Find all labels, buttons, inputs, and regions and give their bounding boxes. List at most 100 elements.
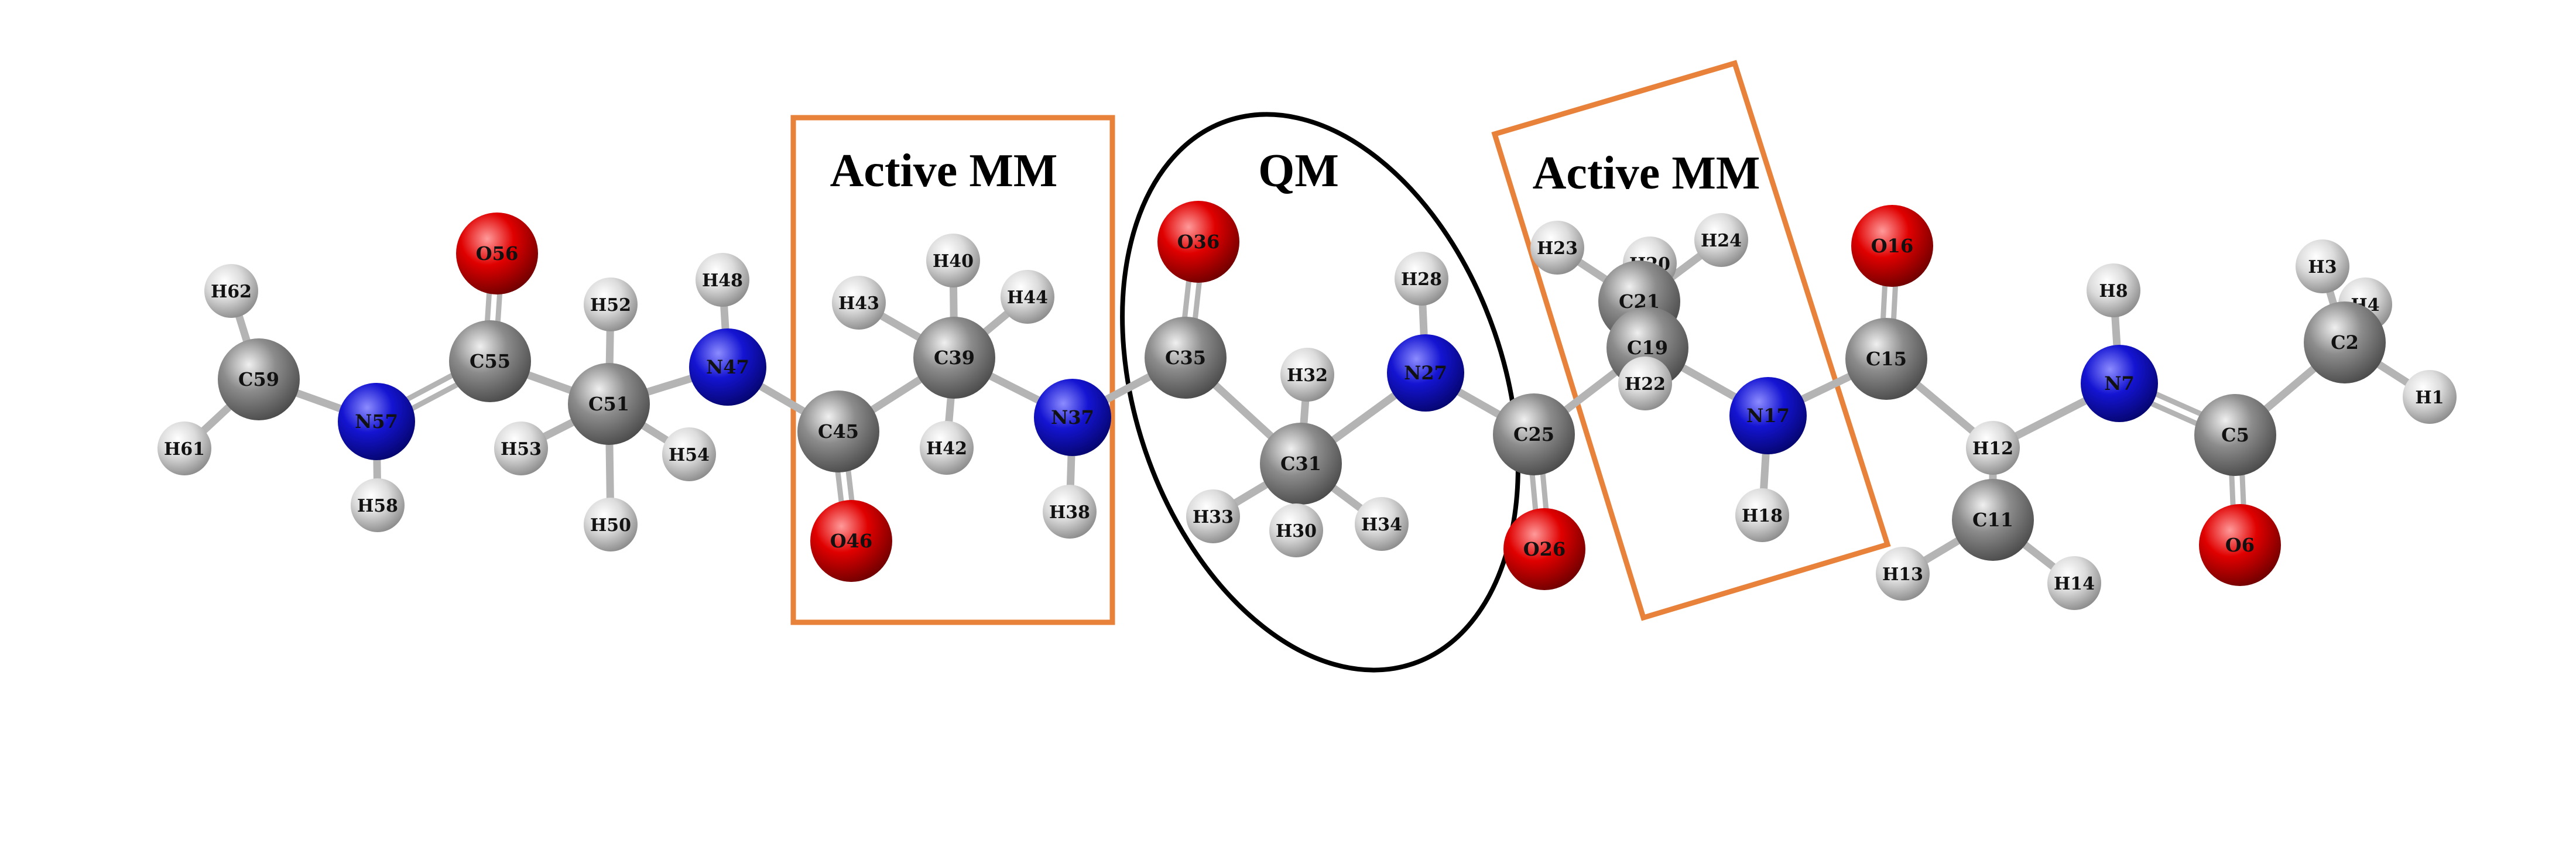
atom-label-o26: O26 xyxy=(1523,538,1566,560)
atom-label-h23: H23 xyxy=(1537,238,1578,259)
atom-label-c45: C45 xyxy=(818,420,859,443)
atom-sphere-c55 xyxy=(449,320,531,402)
atom-h33: H33 xyxy=(1186,489,1240,543)
active-mm-right-box xyxy=(1491,60,1891,621)
atoms: H24O36O16H23O56H40H20H3H28H48H8H62H44C21… xyxy=(157,201,2457,610)
atom-label-c15: C15 xyxy=(1866,348,1907,370)
atom-h24: H24 xyxy=(1694,213,1748,267)
atom-label-h14: H14 xyxy=(2054,574,2095,594)
atom-h34: H34 xyxy=(1355,497,1409,551)
atom-h32: H32 xyxy=(1280,348,1334,402)
atom-label-h44: H44 xyxy=(1007,287,1048,308)
atom-o56: O56 xyxy=(456,213,538,294)
atom-sphere-h40 xyxy=(926,234,980,287)
atom-h42: H42 xyxy=(920,421,974,475)
atom-h30: H30 xyxy=(1269,503,1323,557)
atom-h43: H43 xyxy=(832,276,886,330)
atom-c25: C25 xyxy=(1493,393,1575,475)
atom-label-h61: H61 xyxy=(164,439,205,460)
atom-n27: N27 xyxy=(1387,334,1464,412)
atom-label-h8: H8 xyxy=(2099,281,2128,301)
atom-n7: N7 xyxy=(2081,345,2158,422)
atom-sphere-c51 xyxy=(568,363,650,445)
atom-h13: H13 xyxy=(1876,547,1930,601)
atom-sphere-h18 xyxy=(1735,488,1789,542)
atom-sphere-c25 xyxy=(1493,393,1575,475)
active-mm-left-box xyxy=(790,115,1115,625)
atom-sphere-h38 xyxy=(1043,485,1097,539)
atom-label-h53: H53 xyxy=(501,439,542,460)
atom-label-c11: C11 xyxy=(1972,509,2013,531)
atom-label-h12: H12 xyxy=(1972,438,2013,459)
atom-label-c19: C19 xyxy=(1627,337,1668,359)
atom-label-h62: H62 xyxy=(211,282,252,302)
atom-sphere-h33 xyxy=(1186,489,1240,543)
atom-sphere-h44 xyxy=(1001,270,1054,324)
atom-o36: O36 xyxy=(1157,201,1239,283)
atom-sphere-h50 xyxy=(584,498,638,551)
atom-h8: H8 xyxy=(2087,263,2140,317)
atom-h1: H1 xyxy=(2403,370,2457,424)
atom-label-h48: H48 xyxy=(702,270,743,291)
atom-n37: N37 xyxy=(1034,379,1111,456)
atom-sphere-h12 xyxy=(1966,421,2020,475)
atom-sphere-h13 xyxy=(1876,547,1930,601)
atom-label-h33: H33 xyxy=(1193,507,1234,527)
atom-label-o56: O56 xyxy=(476,242,518,265)
atom-label-o6: O6 xyxy=(2225,534,2255,556)
atom-c35: C35 xyxy=(1145,317,1227,399)
atom-label-c51: C51 xyxy=(588,393,629,415)
atom-sphere-h48 xyxy=(696,253,749,307)
atom-label-h13: H13 xyxy=(1882,564,1923,585)
atom-sphere-h3 xyxy=(2296,239,2349,293)
atom-sphere-h43 xyxy=(832,276,886,330)
atom-c15: C15 xyxy=(1845,318,1927,400)
atom-h52: H52 xyxy=(584,277,638,331)
atom-label-c35: C35 xyxy=(1165,347,1206,369)
atom-label-h1: H1 xyxy=(2415,388,2444,408)
atom-sphere-c45 xyxy=(797,390,879,472)
atom-sphere-n17 xyxy=(1729,377,1807,454)
atom-sphere-c35 xyxy=(1145,317,1227,399)
atom-h28: H28 xyxy=(1395,252,1448,306)
atom-label-n47: N47 xyxy=(706,356,749,378)
atom-h62: H62 xyxy=(204,264,258,318)
atom-sphere-h62 xyxy=(204,264,258,318)
atom-sphere-o46 xyxy=(810,500,892,582)
atom-sphere-h32 xyxy=(1280,348,1334,402)
atom-sphere-n47 xyxy=(689,328,766,406)
atom-sphere-h1 xyxy=(2403,370,2457,424)
atom-label-o36: O36 xyxy=(1177,231,1220,253)
atom-c5: C5 xyxy=(2194,394,2276,476)
atom-n57: N57 xyxy=(338,383,415,460)
region-shapes xyxy=(790,60,1891,673)
atom-sphere-h61 xyxy=(157,422,211,475)
atom-sphere-o56 xyxy=(456,213,538,294)
atom-h3: H3 xyxy=(2296,239,2349,293)
atom-sphere-n7 xyxy=(2081,345,2158,422)
atom-sphere-o6 xyxy=(2199,504,2281,586)
atom-h53: H53 xyxy=(494,422,548,475)
atom-c11: C11 xyxy=(1952,479,2034,561)
atom-sphere-h14 xyxy=(2047,556,2101,610)
atom-h61: H61 xyxy=(157,422,211,475)
atom-label-c31: C31 xyxy=(1280,453,1321,475)
atom-n47: N47 xyxy=(689,328,766,406)
atom-label-o46: O46 xyxy=(830,530,872,552)
region-labels: Active MM QM Active MM xyxy=(830,145,1760,199)
atom-label-c25: C25 xyxy=(1513,423,1554,446)
atom-sphere-h24 xyxy=(1694,213,1748,267)
atom-sphere-o36 xyxy=(1157,201,1239,283)
atom-sphere-n57 xyxy=(338,383,415,460)
atom-label-n17: N17 xyxy=(1746,405,1790,427)
atom-label-n57: N57 xyxy=(355,410,398,433)
atom-label-h28: H28 xyxy=(1401,269,1442,290)
atom-sphere-c59 xyxy=(218,338,300,420)
atom-label-c55: C55 xyxy=(470,350,511,372)
atom-c51: C51 xyxy=(568,363,650,445)
atom-sphere-h42 xyxy=(920,421,974,475)
atom-c31: C31 xyxy=(1260,423,1342,505)
atom-sphere-h8 xyxy=(2087,263,2140,317)
atom-label-h22: H22 xyxy=(1625,374,1666,395)
